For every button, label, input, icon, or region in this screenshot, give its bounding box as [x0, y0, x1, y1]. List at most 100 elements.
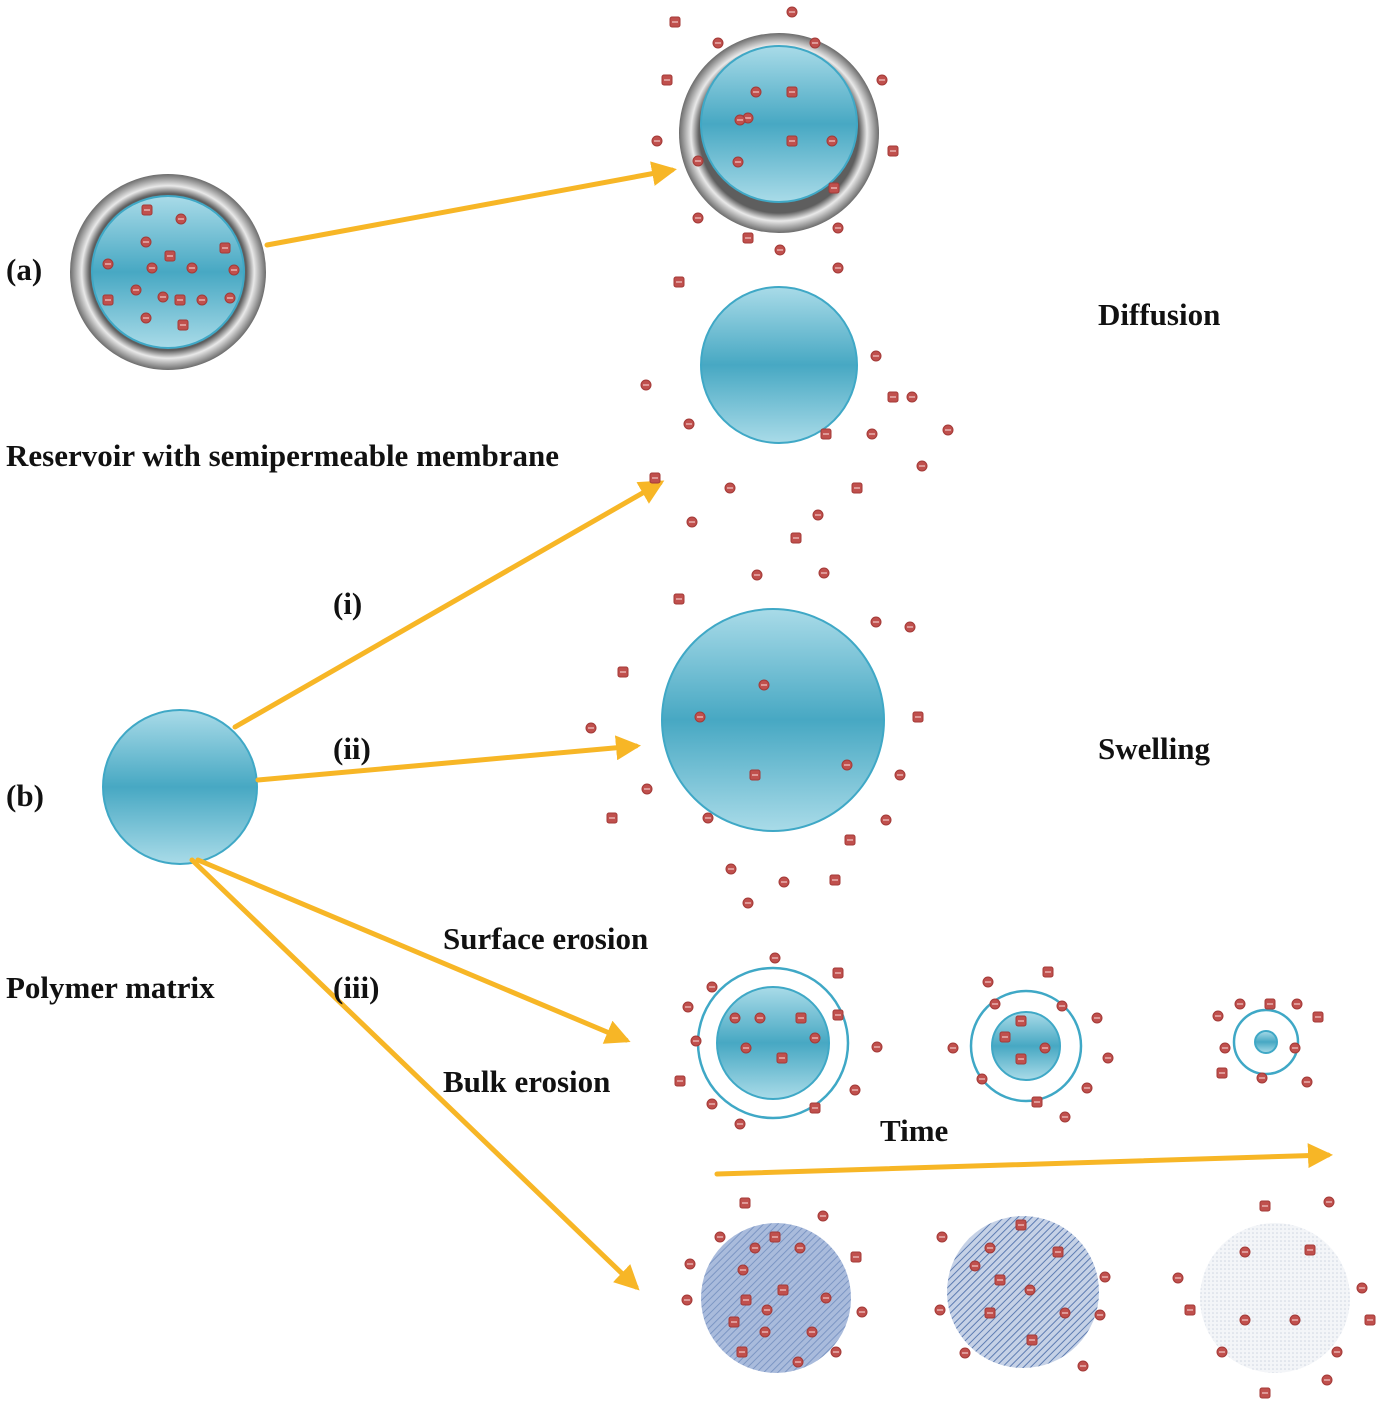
drug-particle-icon	[674, 1075, 686, 1087]
drug-particle-icon	[1212, 1010, 1224, 1022]
drug-particle-icon	[841, 759, 853, 771]
label-bulk-erosion: Bulk erosion	[443, 1064, 610, 1099]
drug-particle-icon	[1184, 1304, 1196, 1316]
drug-particle-icon	[177, 319, 189, 331]
drug-particle-icon	[795, 1012, 807, 1024]
drug-particle-icon	[725, 863, 737, 875]
drug-particle-icon	[820, 1292, 832, 1304]
drug-particle-icon	[851, 482, 863, 494]
drug-particle-icon	[778, 876, 790, 888]
drug-particle-icon	[1094, 1309, 1106, 1321]
label-diffusion: Diffusion	[1098, 297, 1220, 332]
label-route-i: (i)	[333, 586, 362, 621]
drug-particle-icon	[692, 212, 704, 224]
drug-particle-icon	[894, 769, 906, 781]
drug-particle-icon	[749, 769, 761, 781]
drug-particle-icon	[732, 156, 744, 168]
drug-particle-icon	[1015, 1219, 1027, 1231]
drug-particle-icon	[1312, 1011, 1324, 1023]
drug-particle-icon	[1289, 1314, 1301, 1326]
bulk-eroding-matrix	[947, 1216, 1099, 1368]
drug-particle-icon	[164, 250, 176, 262]
drug-particle-icon	[777, 1284, 789, 1296]
drug-particle-icon	[694, 711, 706, 723]
arrow-bulk-erosion	[189, 857, 640, 1291]
drug-particle-icon	[157, 291, 169, 303]
drug-particle-icon	[809, 1102, 821, 1114]
drug-particle-icon	[712, 37, 724, 49]
drug-particle-icon	[994, 1274, 1006, 1286]
drug-particle-icon	[734, 1118, 746, 1130]
drug-particle-icon	[790, 532, 802, 544]
drug-particle-icon	[786, 86, 798, 98]
label-route-iii: (iii)	[333, 970, 380, 1005]
label-b: (b)	[6, 778, 44, 813]
drug-particle-icon	[754, 1012, 766, 1024]
drug-particle-icon	[174, 294, 186, 306]
drug-particle-icon	[1216, 1067, 1228, 1079]
drug-particle-icon	[982, 976, 994, 988]
drug-particle-icon	[809, 37, 821, 49]
drug-particle-icon	[1172, 1272, 1184, 1284]
drug-particle-icon	[1364, 1314, 1376, 1326]
drug-particle-icon	[776, 1052, 788, 1064]
drug-particle-icon	[1031, 1096, 1043, 1108]
drug-particle-icon	[1216, 1346, 1228, 1358]
drug-particle-icon	[786, 6, 798, 18]
drug-particle-icon	[870, 350, 882, 362]
drug-particle-icon	[769, 952, 781, 964]
drug-particle-icon	[706, 981, 718, 993]
swollen-matrix	[661, 608, 885, 832]
drug-particle-icon	[1091, 1012, 1103, 1024]
drug-particle-icon	[904, 621, 916, 633]
label-time: Time	[880, 1113, 948, 1148]
drug-particle-icon	[1259, 1200, 1271, 1212]
drug-particle-icon	[1234, 998, 1246, 1010]
drug-particle-icon	[820, 428, 832, 440]
drug-particle-icon	[1099, 1271, 1111, 1283]
drug-particle-icon	[673, 593, 685, 605]
drug-particle-icon	[959, 1347, 971, 1359]
drug-particle-icon	[1264, 998, 1276, 1010]
drug-particle-icon	[1059, 1111, 1071, 1123]
drug-particle-icon	[683, 418, 695, 430]
drug-particle-icon	[175, 213, 187, 225]
drug-particle-icon	[871, 1041, 883, 1053]
drug-particle-icon	[1289, 1042, 1301, 1054]
drug-particle-icon	[737, 1264, 749, 1276]
drug-particle-icon	[1024, 1284, 1036, 1296]
drug-particle-icon	[706, 1098, 718, 1110]
drug-particle-icon	[617, 666, 629, 678]
drug-particle-icon	[832, 967, 844, 979]
drug-particle-icon	[702, 812, 714, 824]
drug-particle-icon	[729, 1012, 741, 1024]
drug-particle-icon	[828, 182, 840, 194]
drug-particle-icon	[906, 391, 918, 403]
drug-particle-icon	[224, 292, 236, 304]
drug-particle-icon	[1081, 1082, 1093, 1094]
drug-particle-icon	[739, 1197, 751, 1209]
drug-particle-icon	[786, 135, 798, 147]
drug-particle-icon	[1291, 998, 1303, 1010]
surface-erosion-stages	[696, 966, 1300, 1120]
drug-particle-icon	[196, 294, 208, 306]
drug-particle-icon	[1026, 1334, 1038, 1346]
drug-particle-icon	[976, 1073, 988, 1085]
drug-particle-icon	[1356, 1282, 1368, 1294]
drug-particle-icon	[832, 222, 844, 234]
drug-particle-icon	[856, 1306, 868, 1318]
drug-particle-icon	[812, 509, 824, 521]
reservoir-capsule-releasing	[679, 33, 879, 233]
drug-particle-icon	[984, 1307, 996, 1319]
drug-particle-icon	[130, 284, 142, 296]
drug-particle-icon	[912, 711, 924, 723]
eroding-core	[716, 986, 830, 1100]
drug-particle-icon	[141, 204, 153, 216]
arrow-route-ii	[255, 735, 641, 783]
drug-particle-icon	[728, 1316, 740, 1328]
drug-particle-icon	[742, 897, 754, 909]
drug-particle-icon	[1219, 1042, 1231, 1054]
drug-particles	[102, 6, 1376, 1399]
label-a: (a)	[6, 252, 42, 287]
